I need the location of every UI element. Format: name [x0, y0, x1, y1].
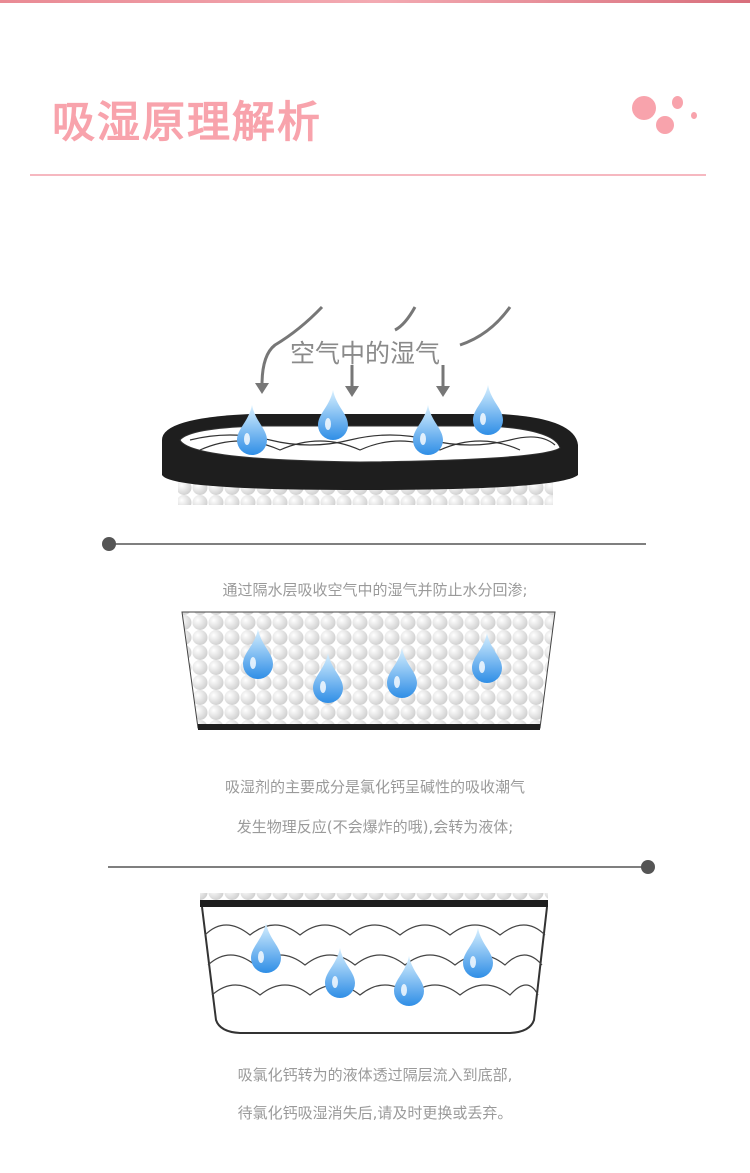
decor-dot: [691, 112, 697, 119]
arrow-icons: [260, 305, 512, 388]
caption-5: 待氯化钙吸湿消失后,请及时更换或丢弃。: [237, 1104, 513, 1122]
decor-dot: [656, 116, 674, 134]
page-title: 吸湿原理解析: [52, 98, 322, 148]
decor-dot: [672, 96, 683, 109]
top-bar: [0, 0, 750, 3]
caption-4: 吸氯化钙转为的液体透过隔层流入到底部,: [237, 1066, 513, 1084]
air-moisture-label: 空气中的湿气: [290, 339, 441, 368]
divider-dot: [641, 860, 655, 874]
caption-1: 通过隔水层吸收空气中的湿气并防止水分回渗;: [222, 581, 528, 599]
title-divider: [30, 174, 706, 176]
divider-dot: [102, 537, 116, 551]
caption-2: 吸湿剂的主要成分是氯化钙呈碱性的吸收潮气: [224, 778, 525, 796]
decor-dot: [632, 96, 656, 120]
caption-3: 发生物理反应(不会爆炸的哦),会转为液体;: [236, 818, 514, 836]
